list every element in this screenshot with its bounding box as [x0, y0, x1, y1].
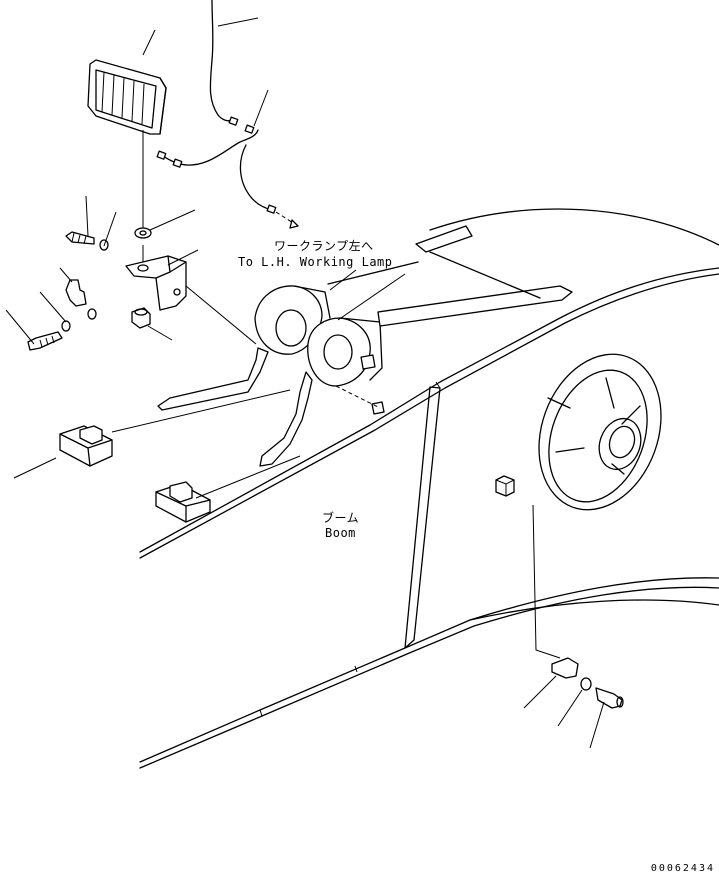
- wire-clamp-left: [59, 425, 113, 467]
- leader-lines: [5, 17, 605, 749]
- working-lamp: [87, 59, 167, 135]
- wire-harness: [156, 0, 299, 229]
- boom-pin-boss: [538, 353, 662, 511]
- boom-label-jp: ブーム: [322, 511, 360, 525]
- boom-label: Boom: [325, 526, 356, 540]
- lamp-connection-label: To L.H. Working Lamp: [238, 255, 393, 269]
- right-hardware: [495, 475, 624, 709]
- lamp-bracket: [125, 255, 187, 311]
- lamp-connection-label-jp: ワークランプ左へ: [274, 239, 374, 253]
- boom-foot-bosses: [157, 285, 385, 467]
- wire-clamp-mid: [155, 481, 211, 523]
- bracket-hardware: [27, 227, 152, 351]
- boom-body: [139, 208, 719, 769]
- boom-upper-bars: [327, 225, 573, 327]
- drawing-code: 00062434: [650, 863, 715, 874]
